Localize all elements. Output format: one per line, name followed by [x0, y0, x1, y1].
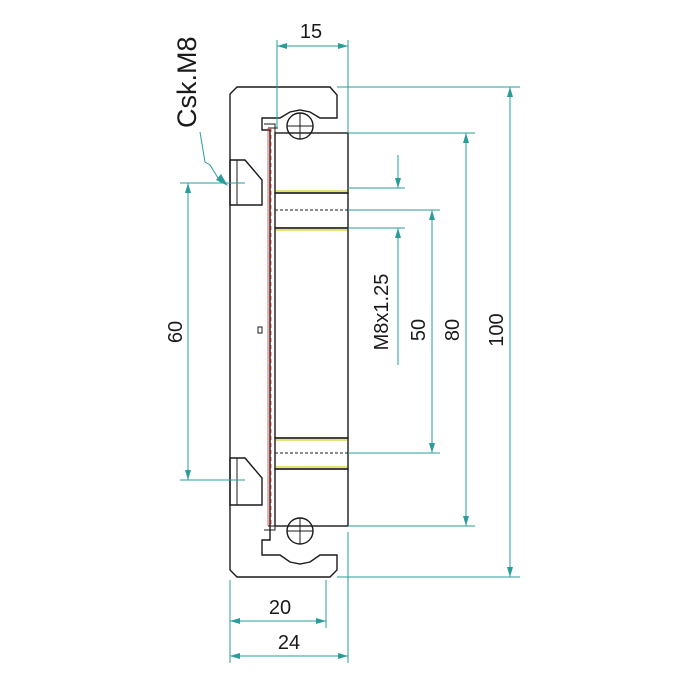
callout-label: Csk.M8 — [172, 36, 202, 128]
dim-label-100: 100 — [486, 313, 508, 346]
ball-top — [286, 112, 314, 140]
dim-bottom: 20 24 — [229, 532, 349, 663]
dim-60: 60 — [165, 182, 245, 481]
callout-csk: Csk.M8 — [172, 36, 228, 186]
dim-label-15: 15 — [300, 21, 322, 43]
dim-top-15: 15 — [276, 21, 349, 133]
outer-housing — [229, 86, 338, 578]
inner-ring — [274, 132, 349, 527]
dim-label-80: 80 — [442, 319, 464, 341]
dim-label-24: 24 — [278, 632, 300, 654]
dim-label-20: 20 — [269, 597, 291, 619]
bearing-channel — [264, 123, 278, 531]
dim-thread: M8x1.25 — [371, 155, 401, 365]
dim-label-thread: M8x1.25 — [371, 274, 393, 351]
ball-bottom — [286, 517, 314, 545]
dim-50: 50 — [408, 210, 435, 453]
dim-100: 100 — [486, 87, 513, 577]
extension-lines — [337, 86, 520, 578]
dim-80: 80 — [442, 133, 469, 526]
dim-label-60: 60 — [165, 321, 187, 343]
dim-label-50: 50 — [408, 319, 430, 341]
